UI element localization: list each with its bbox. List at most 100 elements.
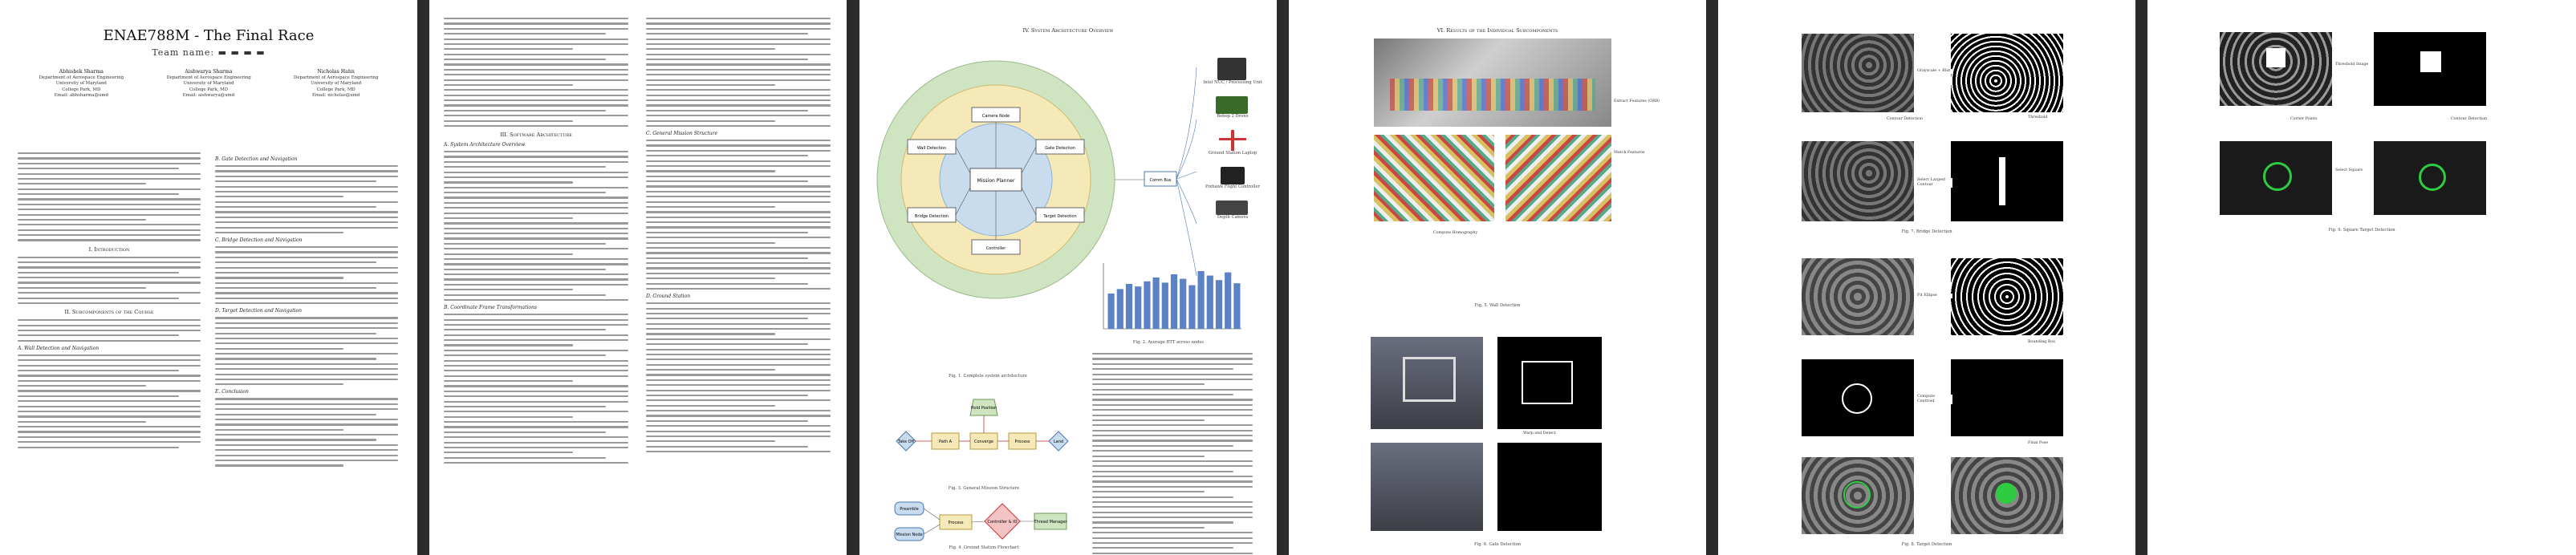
page-3: IV. System Architecture Overview Mission… — [859, 0, 1277, 555]
center-node-label: Mission Planner — [977, 178, 1015, 184]
flow-node — [1048, 431, 1069, 452]
text-line — [444, 456, 607, 459]
section-heading: III. Software Architecture — [500, 132, 572, 139]
text-line — [444, 79, 628, 81]
text-line — [444, 53, 628, 55]
gate-text — [215, 165, 398, 234]
text-line — [215, 322, 398, 324]
node-label: Bridge Detection — [915, 214, 949, 219]
text-line — [646, 205, 775, 209]
author-email[interactable]: Email: aishwarya@umd — [182, 93, 235, 98]
text-line — [18, 359, 201, 362]
body-text — [1092, 353, 1253, 554]
author-dept: Department of Aerospace Engineering — [166, 75, 251, 80]
text-line — [444, 334, 628, 336]
text-line — [444, 263, 628, 265]
link-line — [1176, 178, 1197, 277]
subsection-heading: B. Coordinate Frame Transformations — [444, 305, 537, 311]
subsection-heading: D. Target Detection and Navigation — [215, 308, 303, 314]
gate-photo-2 — [1371, 443, 1483, 531]
text-line — [444, 222, 628, 225]
text-line — [215, 413, 376, 415]
text-line — [646, 160, 831, 162]
text-line — [18, 203, 201, 205]
node-label: Gate Detection — [1045, 146, 1075, 151]
text-line — [646, 144, 831, 147]
text-line — [646, 18, 831, 20]
text-line — [18, 385, 146, 387]
controller-image — [1221, 167, 1245, 184]
text-line — [646, 104, 831, 107]
wall-photo-left — [1374, 135, 1494, 221]
text-line — [215, 180, 376, 183]
text-line — [215, 342, 398, 345]
step-label: Contour Detection — [2451, 117, 2499, 122]
text-line — [1092, 500, 1253, 504]
text-line — [444, 89, 628, 91]
text-line — [1092, 440, 1253, 442]
text-line — [18, 152, 201, 155]
text-line — [646, 38, 831, 40]
text-line — [215, 302, 398, 305]
text-line — [646, 231, 809, 233]
text-line — [18, 239, 201, 241]
subsection-heading: A. System Architecture Overview — [444, 142, 526, 148]
bar — [1152, 278, 1160, 329]
text-line — [444, 411, 628, 413]
text-line — [18, 410, 201, 413]
text-line — [215, 211, 398, 213]
text-line — [215, 347, 343, 350]
text-line — [215, 266, 398, 269]
hardware-label: Ground Station Laptop — [1208, 151, 1258, 156]
text-line — [646, 149, 831, 152]
text-line — [215, 317, 398, 319]
flow-arrow — [971, 521, 985, 523]
text-line — [215, 292, 398, 294]
flow-label: Hold Position — [971, 406, 997, 411]
text-line — [1092, 378, 1253, 381]
text-line — [215, 201, 398, 203]
author-email[interactable]: Email: nicholas@umd — [311, 93, 360, 98]
text-line — [215, 337, 398, 340]
text-line — [215, 165, 398, 168]
text-line — [444, 441, 628, 444]
author-city: College Park, MD — [316, 87, 356, 92]
text-line — [1092, 383, 1205, 386]
arch-text — [444, 151, 628, 302]
text-line — [18, 441, 201, 444]
text-line — [1092, 541, 1253, 545]
text-line — [444, 27, 628, 30]
text-line — [18, 292, 201, 294]
text-line — [444, 212, 628, 214]
author-email[interactable]: Email: abhsharma@umd — [54, 93, 108, 98]
text-line — [646, 124, 831, 128]
text-line — [444, 370, 628, 372]
step-label: Compute Homography — [1433, 231, 1489, 236]
flow-label: Converge — [974, 440, 993, 444]
node-label: Controller — [986, 246, 1007, 251]
text-line — [1092, 526, 1205, 529]
text-line — [646, 74, 831, 76]
text-line — [444, 323, 628, 326]
text-line — [444, 273, 628, 276]
hardware-label: Pixhawk Flight Controller — [1205, 184, 1261, 189]
text-line — [444, 59, 607, 61]
text-line — [444, 104, 628, 107]
text-line — [444, 426, 628, 428]
text-line — [646, 68, 831, 71]
author-1: Abhishek Sharma Department of Aerospace … — [39, 69, 124, 99]
section-heading: IV. System Architecture Overview — [1022, 27, 1114, 34]
text-line — [18, 379, 201, 382]
target-photo-2 — [1802, 457, 1914, 534]
connector-line — [955, 187, 971, 216]
gate-mask-1 — [1497, 337, 1602, 429]
text-line — [646, 201, 831, 203]
text-line — [646, 384, 831, 387]
text-line — [646, 430, 831, 432]
text-line — [18, 431, 201, 433]
text-line — [18, 218, 146, 221]
hardware-label: Depth Camera — [1217, 215, 1249, 220]
text-line — [646, 170, 775, 172]
text-line — [646, 394, 809, 397]
text-line — [1092, 394, 1233, 396]
